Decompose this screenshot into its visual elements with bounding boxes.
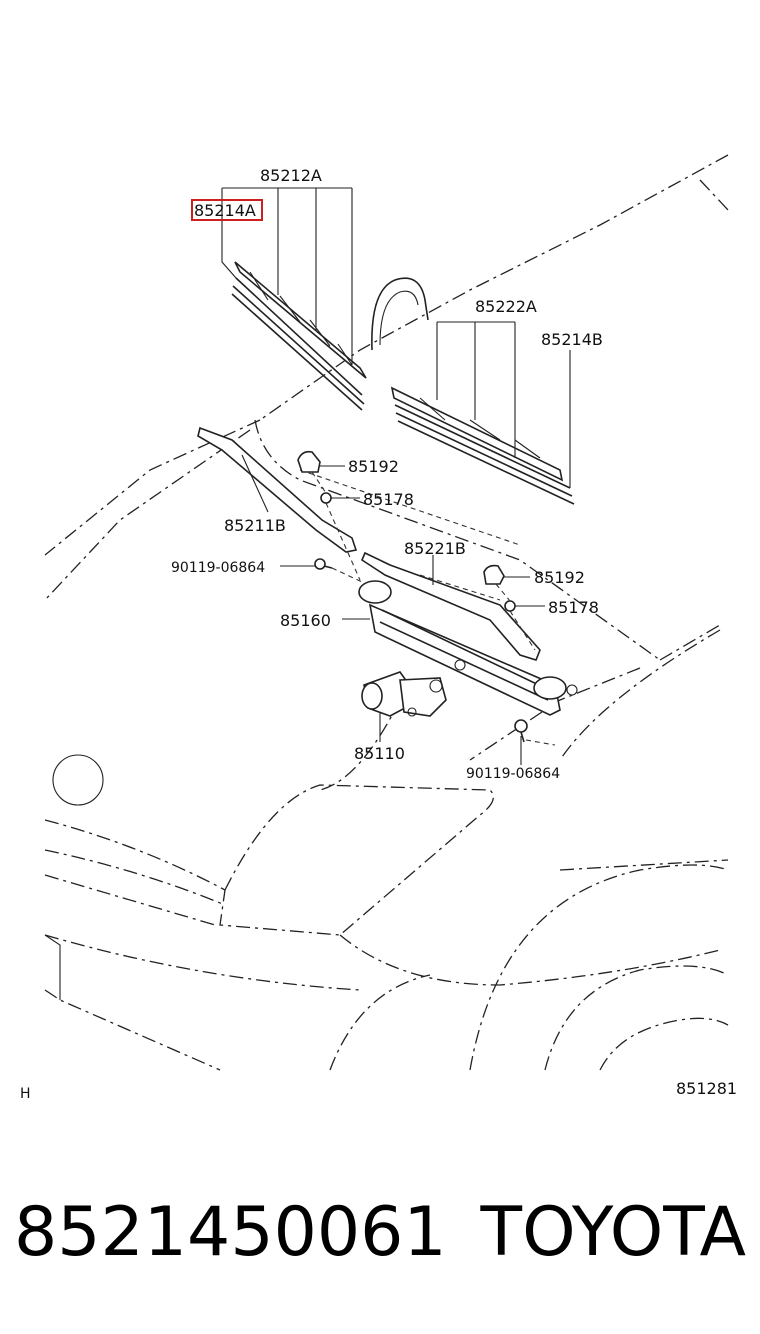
label-85211B: 85211B (224, 516, 286, 535)
label-85212A: 85212A (260, 166, 322, 185)
label-90119-bot: 90119-06864 (466, 766, 560, 782)
label-85192-mid: 85192 (534, 568, 585, 587)
label-85221B: 85221B (404, 539, 466, 558)
corner-label-right: 851281 (676, 1079, 737, 1098)
leader-lines (221, 187, 571, 765)
label-85192-top: 85192 (348, 457, 399, 476)
label-85160: 85160 (280, 611, 331, 630)
corner-label-left: H (20, 1086, 31, 1102)
wiper-blade-b (390, 386, 575, 505)
wiper-arm-left (197, 426, 358, 553)
car-body-outline (44, 154, 729, 1071)
highlight-box (191, 199, 263, 221)
part-labels: 85212A 85214A 85222A 85214B 85192 85178 … (20, 166, 737, 1102)
label-85214B: 85214B (541, 330, 603, 349)
label-90119-top: 90119-06864 (171, 560, 265, 576)
label-85222A: 85222A (475, 297, 537, 316)
wiper-motor (361, 671, 447, 717)
wiper-linkage (358, 580, 578, 716)
label-85214A: 85214A (194, 201, 256, 220)
label-85110: 85110 (354, 744, 405, 763)
wiper-blade-a (231, 261, 367, 411)
label-85178-mid: 85178 (548, 598, 599, 617)
pivot-caps (297, 450, 536, 651)
bolts (314, 558, 556, 746)
brand-name: TOYOTA (480, 1193, 746, 1272)
part-number: 8521450061 (14, 1193, 447, 1272)
footer-caption: 8521450061 TOYOTA (14, 1185, 746, 1285)
label-85178-top: 85178 (363, 490, 414, 509)
